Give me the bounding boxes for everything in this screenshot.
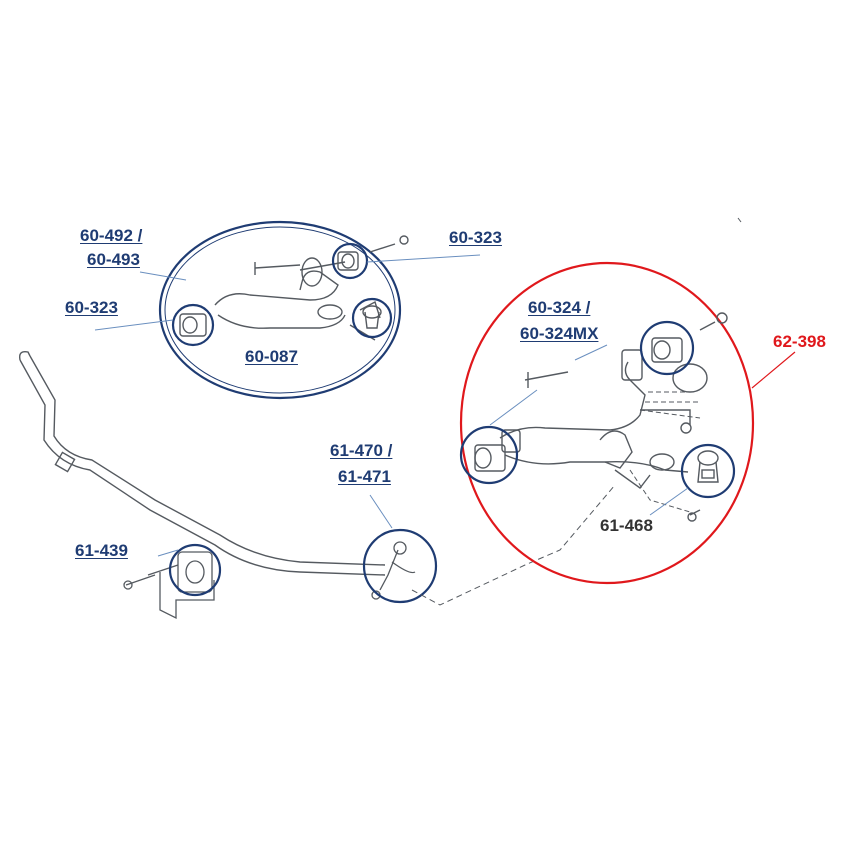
label-upper-arm-kit-a[interactable]: 60-492 / [80, 226, 143, 245]
lower-arm-kit-outline[interactable] [459, 261, 755, 585]
leader-61-468 [649, 487, 689, 516]
dashed-detail-lower [629, 391, 701, 513]
lower-bushing-top-highlight [639, 320, 695, 376]
small-tick [737, 217, 742, 223]
upper-bushing-rear-drawing [337, 251, 359, 271]
upper-bushing-front-drawing [179, 313, 207, 337]
leader-60-324 [489, 344, 608, 426]
label-lower-bushing-b[interactable]: 60-324MX [520, 324, 599, 343]
dashed-connector-sway [411, 484, 616, 606]
label-upper-ball-joint[interactable]: 60-087 [245, 347, 298, 366]
leader-61-470 [369, 494, 393, 529]
label-upper-bushing-front[interactable]: 60-323 [65, 298, 118, 317]
label-upper-bushing-rear[interactable]: 60-323 [449, 228, 502, 247]
lower-bushing-top-drawing [621, 337, 683, 381]
lower-arm-drawing [499, 312, 728, 522]
upper-ball-joint-drawing [362, 305, 382, 329]
label-sway-bushing[interactable]: 61-439 [75, 541, 128, 560]
label-lower-bushing-a[interactable]: 60-324 / [528, 298, 591, 317]
label-upper-arm-kit-b[interactable]: 60-493 [87, 250, 140, 269]
upper-ball-joint-highlight [351, 297, 393, 339]
leader-60-323-rear [366, 254, 481, 263]
sway-bushing-drawing [123, 551, 215, 620]
leader-60-492 [139, 271, 187, 281]
label-sway-link-a[interactable]: 61-470 / [330, 441, 393, 460]
leader-60-323-front [94, 319, 174, 331]
label-lower-ball-joint[interactable]: 61-468 [600, 516, 653, 535]
lower-ball-joint-highlight [680, 443, 736, 499]
sway-bar [18, 350, 386, 576]
sway-link-drawing [371, 541, 416, 600]
sway-link-highlight [362, 528, 438, 604]
upper-arm-kit-outline-inner [164, 226, 396, 394]
label-sway-link-b[interactable]: 61-471 [338, 467, 391, 486]
leader-62-398 [751, 351, 796, 389]
upper-arm-drawing [214, 235, 409, 341]
upper-bushing-rear-highlight [331, 242, 369, 280]
upper-arm-kit-outline[interactable] [158, 220, 402, 400]
label-lower-arm-kit[interactable]: 62-398 [773, 332, 826, 351]
upper-bushing-front-highlight [171, 303, 215, 347]
sway-bushing-highlight [168, 543, 222, 597]
leader-61-439 [157, 549, 179, 557]
lower-bushing-front-highlight [459, 425, 519, 485]
lower-ball-joint-drawing [697, 450, 719, 483]
lower-bushing-front-drawing [474, 429, 521, 472]
